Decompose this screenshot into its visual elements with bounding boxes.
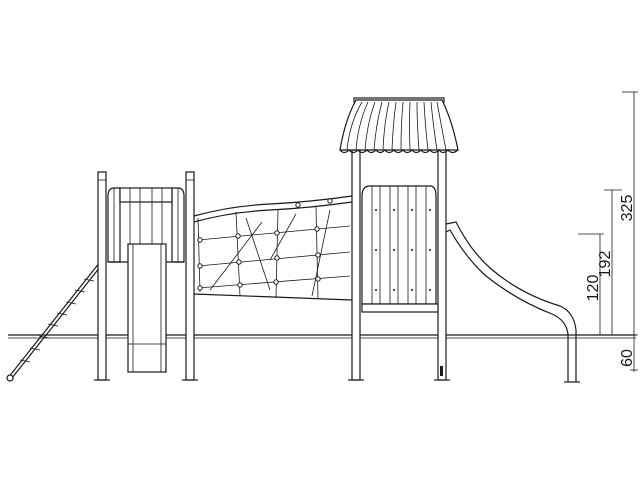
spiral-slide	[445, 221, 580, 383]
dimension-platform-high: 192	[597, 251, 614, 278]
left-tower	[94, 171, 198, 381]
net-bridge	[193, 195, 353, 301]
tower-roof	[339, 97, 459, 154]
dimension-total-height: 325	[619, 195, 636, 222]
right-tower-panel	[361, 185, 439, 313]
dimension-lines	[578, 91, 638, 372]
ground-line	[8, 334, 636, 339]
straight-slide	[127, 243, 167, 373]
left-tower-panel	[107, 187, 185, 263]
dimension-foundation-depth: 60	[619, 349, 636, 367]
right-tower	[339, 97, 459, 381]
dimension-platform-low: 120	[585, 275, 602, 302]
climbing-rope	[6, 261, 105, 382]
